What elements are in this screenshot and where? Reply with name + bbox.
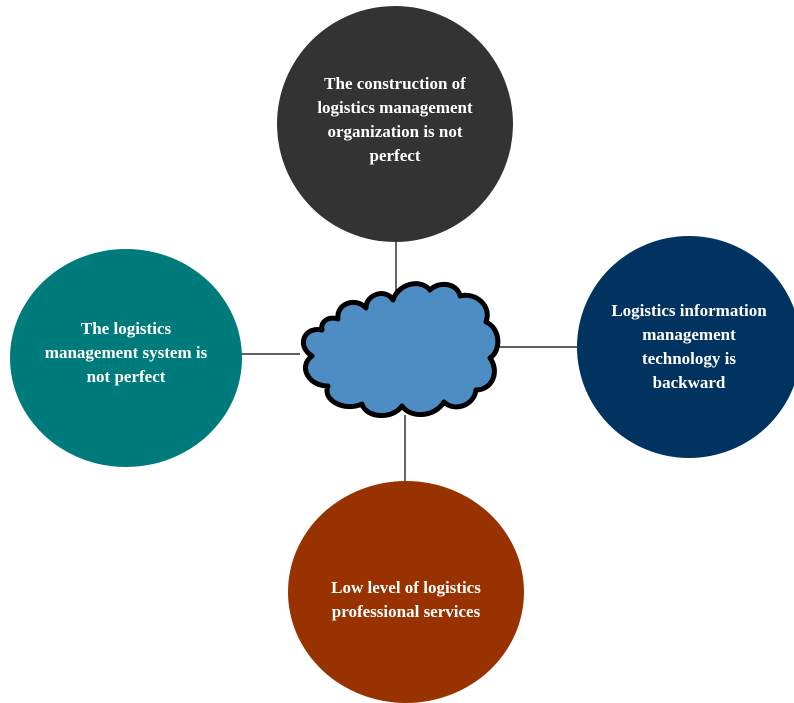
node-label-organization-construction: The construction of logistics management…	[317, 74, 473, 165]
node-label-management-system: The logistics management system is not p…	[44, 319, 208, 386]
node-label-information-technology: Logistics information management technol…	[611, 301, 767, 392]
node-information-technology: Logistics information management technol…	[577, 236, 794, 458]
node-management-system: The logistics management system is not p…	[10, 249, 242, 467]
node-label-professional-services: Low level of logistics professional serv…	[331, 578, 481, 621]
central-cloud	[300, 281, 501, 418]
node-organization-construction: The construction of logistics management…	[277, 6, 513, 242]
node-professional-services: Low level of logistics professional serv…	[288, 481, 524, 703]
